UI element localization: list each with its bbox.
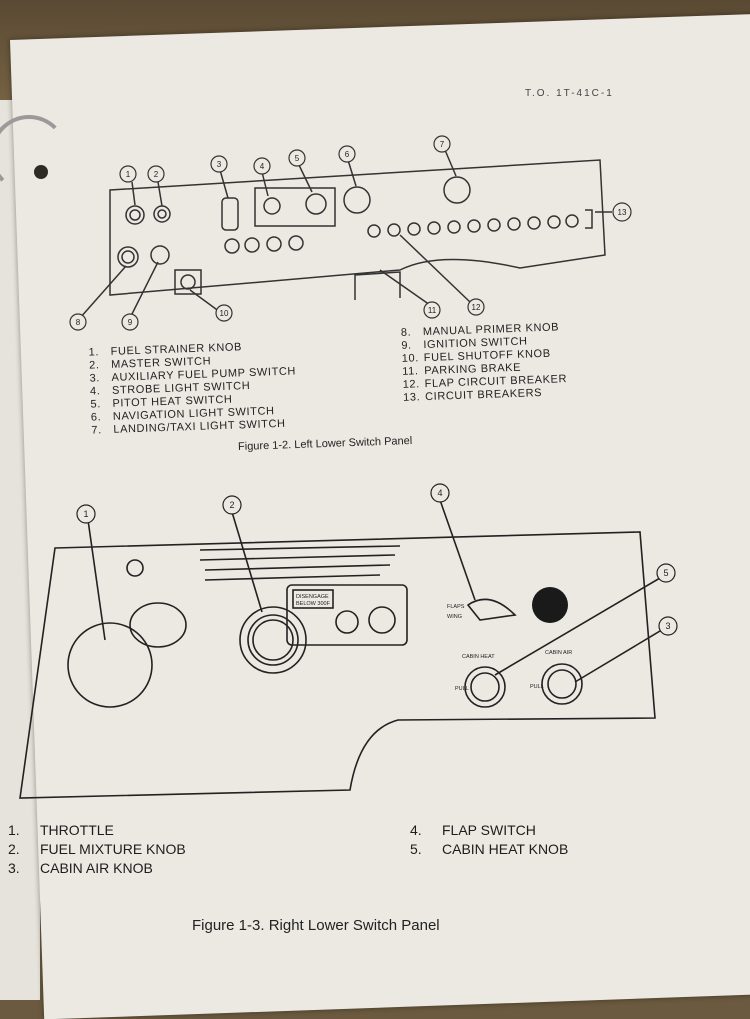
label-cabin-heat: CABIN HEAT (462, 654, 495, 660)
figure-1-3-diagram (19, 499, 666, 799)
callout-7: 7 (440, 140, 445, 149)
punch-hole (34, 165, 48, 179)
label-disengage: DISENGAGE (296, 594, 329, 600)
callout-circles-2 (76, 483, 678, 636)
callout-fig3-4: 4 (437, 488, 442, 498)
callout-2: 2 (154, 170, 159, 179)
callout-4: 4 (260, 162, 265, 171)
callout-fig3-2: 2 (229, 500, 234, 510)
callout-3: 3 (217, 160, 222, 169)
list-item: 4.FLAP SWITCH (410, 822, 536, 838)
document-header: T.O. 1T-41C-1 (525, 88, 614, 99)
figure-1-3-legend-left: 1.THROTTLE 2.FUEL MIXTURE KNOB 3.CABIN A… (8, 822, 186, 879)
list-item: 1.THROTTLE (8, 822, 114, 838)
list-item: 2.FUEL MIXTURE KNOB (8, 841, 186, 857)
list-item: 5.CABIN HEAT KNOB (410, 841, 569, 857)
label-cabin-air: CABIN AIR (545, 650, 572, 656)
callout-10: 10 (220, 309, 229, 318)
figure-1-2-legend-right: 8.MANUAL PRIMER KNOB 9.IGNITION SWITCH 1… (401, 321, 568, 405)
callout-6: 6 (345, 150, 350, 159)
callout-13: 13 (618, 208, 627, 217)
label-pull-2: PULL (530, 684, 544, 690)
callout-9: 9 (128, 318, 133, 327)
callout-fig3-1: 1 (83, 509, 88, 519)
callout-8: 8 (76, 318, 81, 327)
list-item: 3.CABIN AIR KNOB (8, 860, 153, 876)
callout-11: 11 (428, 306, 437, 315)
binder-ring (0, 115, 68, 193)
callout-12: 12 (472, 303, 481, 312)
callout-fig3-5: 5 (663, 568, 668, 578)
figure-1-3-caption: Figure 1-3. Right Lower Switch Panel (192, 917, 440, 934)
callout-1: 1 (126, 170, 131, 179)
callout-5: 5 (295, 154, 300, 163)
figure-1-3-legend-right: 4.FLAP SWITCH 5.CABIN HEAT KNOB (410, 822, 568, 860)
label-flaps: FLAPS (447, 604, 465, 610)
figure-1-2-legend-left: 1.FUEL STRAINER KNOB 2.MASTER SWITCH 3.A… (88, 339, 298, 437)
label-below: BELOW 300F (296, 601, 331, 607)
dark-knob (532, 587, 568, 623)
callout-fig3-3: 3 (665, 621, 670, 631)
callout-circles (69, 135, 632, 331)
label-pull-1: PULL (455, 686, 469, 692)
label-wing: WING (447, 614, 462, 620)
